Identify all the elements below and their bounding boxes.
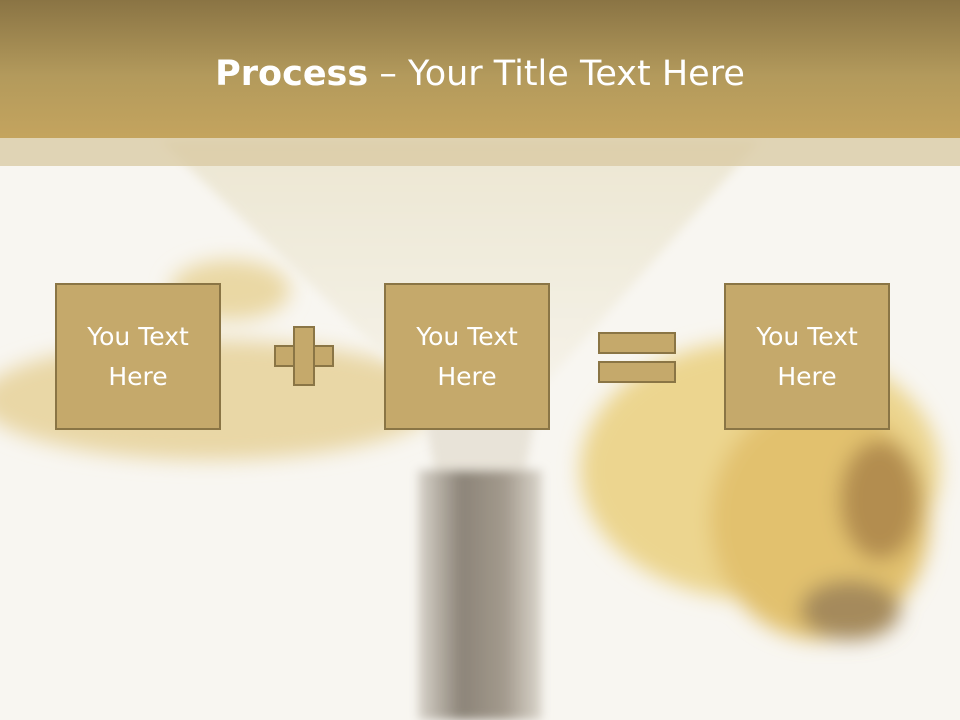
process-box-1: You Text Here bbox=[55, 283, 221, 430]
slide-title: Process – Your Title Text Here bbox=[0, 50, 960, 98]
process-box-2: You Text Here bbox=[384, 283, 550, 430]
equals-bottom-bar bbox=[598, 361, 676, 383]
process-box-3-line1: You Text bbox=[756, 321, 858, 351]
equals-top-bar bbox=[598, 332, 676, 354]
title-bar bbox=[0, 0, 960, 138]
process-box-3: You Text Here bbox=[724, 283, 890, 430]
process-box-3-line2: Here bbox=[777, 361, 837, 391]
process-box-2-line1: You Text bbox=[416, 321, 518, 351]
process-box-1-line1: You Text bbox=[87, 321, 189, 351]
title-strip bbox=[0, 138, 960, 166]
plus-center-fill bbox=[295, 347, 313, 365]
process-box-1-line2: Here bbox=[108, 361, 168, 391]
slide-title-bold: Process bbox=[215, 54, 369, 94]
process-box-2-line2: Here bbox=[437, 361, 497, 391]
slide-title-rest: – Your Title Text Here bbox=[368, 54, 745, 94]
